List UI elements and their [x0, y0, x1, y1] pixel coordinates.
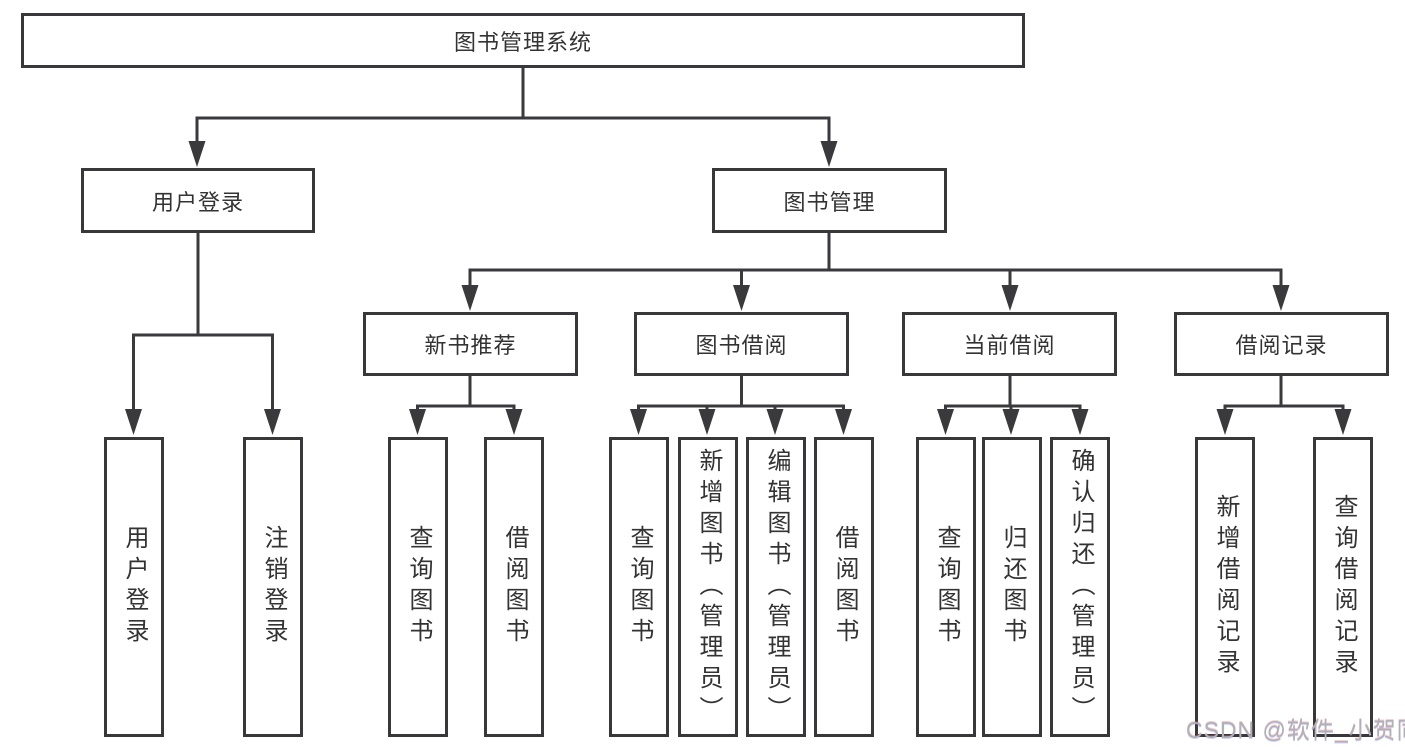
node-borrow-records: 借阅记录 — [1174, 312, 1389, 376]
branch-borrow-records — [1223, 376, 1345, 411]
leaf-borrow-books-recommend: 借阅图书 — [484, 437, 544, 737]
node-book-borrow: 图书借阅 — [634, 312, 849, 376]
branch-root — [195, 68, 831, 143]
node-root-label: 图书管理系统 — [453, 29, 592, 55]
leaf-borrow-books-2: 借阅图书 — [814, 437, 874, 737]
leaf-add-borrow-record: 新增借阅记录 — [1195, 437, 1255, 737]
leaf-edit-book-admin: 编辑图书（管理员） — [746, 437, 806, 737]
leaf-confirm-return-admin: 确认归还（管理员） — [1050, 437, 1110, 737]
node-user-login-label: 用户登录 — [151, 189, 244, 215]
leaf-user-login: 用户登录 — [104, 437, 164, 737]
node-root: 图书管理系统 — [21, 13, 1025, 68]
leaf-add-book-admin: 新增图书（管理员） — [678, 437, 738, 737]
node-new-book-recommend-label: 新书推荐 — [424, 333, 517, 358]
node-book-management: 图书管理 — [712, 168, 947, 233]
arrowheads — [125, 141, 1352, 435]
node-current-borrow: 当前借阅 — [902, 312, 1117, 376]
branch-new-book-recommend — [416, 376, 516, 411]
branch-current-borrow — [944, 376, 1082, 411]
node-borrow-records-label: 借阅记录 — [1235, 333, 1328, 358]
node-book-management-label: 图书管理 — [783, 189, 876, 215]
leaf-query-books-recommend: 查询图书 — [388, 437, 448, 737]
node-book-borrow-label: 图书借阅 — [695, 333, 788, 358]
leaf-logout: 注销登录 — [243, 437, 303, 737]
csdn-watermark: CSDN @软件_小贺同学 — [1186, 717, 1405, 743]
branch-book-borrow — [637, 376, 845, 411]
leaf-query-borrow-record: 查询借阅记录 — [1313, 437, 1373, 737]
node-current-borrow-label: 当前借阅 — [963, 333, 1056, 358]
node-user-login: 用户登录 — [81, 168, 315, 233]
node-new-book-recommend: 新书推荐 — [363, 312, 578, 376]
branch-user-login — [132, 233, 274, 410]
branch-book-management — [468, 233, 1283, 287]
leaf-query-books-current: 查询图书 — [916, 437, 976, 737]
leaf-query-books-borrow: 查询图书 — [609, 437, 669, 737]
leaf-return-book: 归还图书 — [982, 437, 1042, 737]
